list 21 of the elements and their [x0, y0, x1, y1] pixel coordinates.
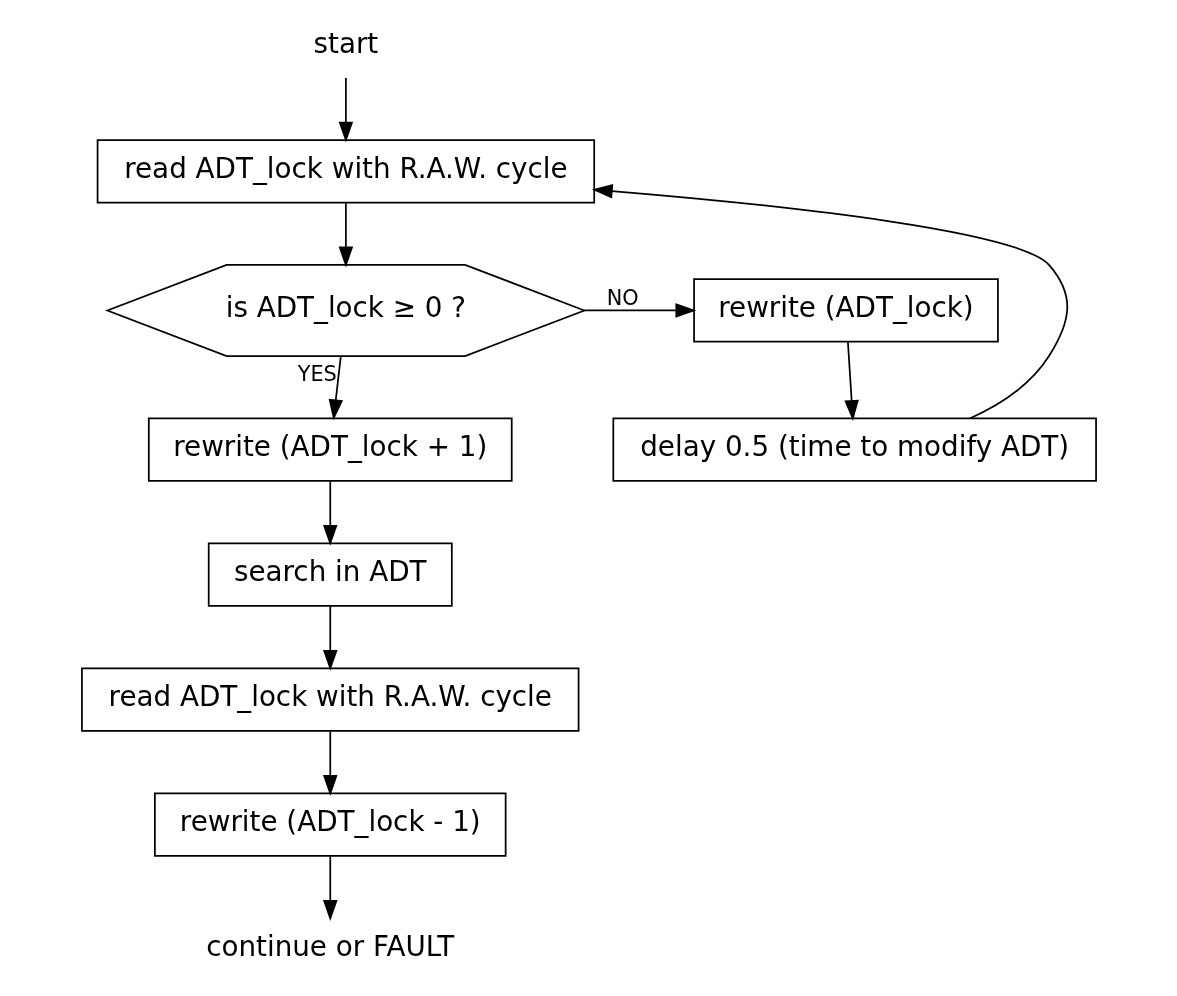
node-box: read ADT_lock with R.A.W. cycle: [96, 139, 595, 204]
arrow: [338, 77, 353, 143]
node-box: search in ADT: [207, 542, 453, 607]
node-box: rewrite (ADT_lock): [692, 278, 999, 343]
edge-label: NO: [606, 285, 639, 310]
arrow: [322, 730, 338, 796]
node-text: continue or FAULT: [205, 930, 454, 964]
arrow: [328, 355, 343, 421]
arrow: [582, 303, 696, 318]
edge-label: YES: [297, 362, 337, 387]
node-box: delay 0.5 (time to modify ADT): [611, 417, 1097, 482]
arrow: [322, 480, 338, 546]
node-box: rewrite (ADT_lock - 1): [153, 792, 506, 857]
node-box: rewrite (ADT_lock + 1): [147, 417, 513, 482]
arrow: [322, 605, 338, 671]
node-text: start: [313, 26, 378, 60]
arrow: [843, 341, 859, 421]
arrow: [338, 202, 353, 268]
node-box: read ADT_lock with R.A.W. cycle: [80, 667, 579, 732]
arrow: [591, 183, 1068, 420]
arrow: [322, 855, 338, 921]
